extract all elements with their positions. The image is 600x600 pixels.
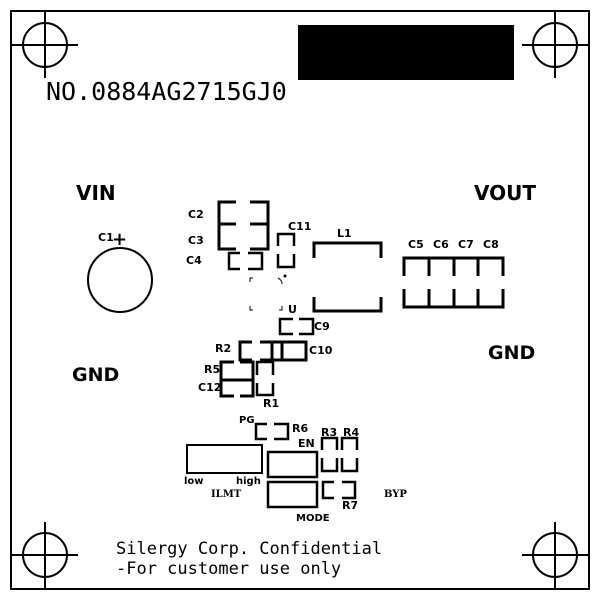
c4-label: C4 (186, 254, 202, 267)
c2-label: C2 (188, 208, 204, 221)
r3-footprint (320, 436, 339, 473)
r5-label: R5 (204, 363, 220, 376)
l1-footprint (312, 241, 383, 313)
ilmt-switch (186, 444, 263, 474)
high-label: high (236, 476, 261, 487)
c7-label: C7 (458, 238, 474, 251)
r7-label: R7 (342, 499, 358, 512)
vin-label: VIN (76, 181, 116, 205)
c11-label: C11 (288, 220, 311, 233)
fiducial-top-left (12, 12, 78, 78)
c1-label: C1 (98, 231, 114, 244)
redaction-block (298, 25, 514, 80)
r2-label: R2 (215, 342, 231, 355)
c12-label: C12 (198, 381, 221, 394)
c11-footprint (276, 232, 296, 269)
r5-c12-footprint (219, 360, 255, 398)
c9-footprint (278, 317, 315, 336)
mode-switch (266, 480, 319, 509)
c3-footprint (217, 222, 270, 251)
fiducial-top-right (522, 12, 588, 78)
fiducial-bottom-right (522, 522, 588, 588)
gnd-left-label: GND (72, 364, 119, 386)
vout-label: VOUT (474, 181, 536, 205)
c3-label: C3 (188, 234, 204, 247)
board-outline (10, 10, 590, 590)
en-switch (266, 450, 319, 479)
r1-footprint (255, 360, 275, 397)
c1-polarity-mark: + (112, 229, 127, 250)
ilmt-label: ILMT (211, 489, 242, 500)
c6-label: C6 (433, 238, 449, 251)
c5-label: C5 (408, 238, 424, 251)
l1-label: L1 (337, 227, 352, 240)
r6-footprint (254, 422, 290, 441)
r4-label: R4 (343, 426, 359, 439)
byp-label: BYP (384, 489, 407, 500)
c1-footprint (87, 247, 153, 313)
footer-confidential: Silergy Corp. Confidential (116, 539, 382, 559)
low-label: low (184, 476, 204, 487)
footer-customer-use: -For customer use only (116, 559, 341, 579)
r7-footprint (321, 480, 357, 500)
fiducial-bottom-left (12, 522, 78, 588)
c9-label: C9 (314, 320, 330, 333)
u-label: U (288, 303, 297, 316)
en-label: EN (298, 437, 315, 450)
r1-label: R1 (263, 397, 279, 410)
c10-label: C10 (309, 344, 333, 357)
r3-label: R3 (321, 426, 337, 439)
c8-label: C8 (483, 238, 499, 251)
r6-label: R6 (292, 422, 308, 435)
c2-footprint (217, 200, 270, 226)
gnd-right-label: GND (488, 342, 535, 364)
mode-label: MODE (296, 513, 330, 524)
r2-c10-footprint (238, 340, 308, 362)
u-footprint (249, 274, 287, 311)
pg-label: PG (239, 415, 255, 426)
board-serial: NO.0884AG2715GJ0 (46, 77, 287, 106)
c5-c8-footprints (402, 256, 505, 309)
r4-footprint (340, 436, 359, 473)
c4-footprint (227, 251, 264, 271)
